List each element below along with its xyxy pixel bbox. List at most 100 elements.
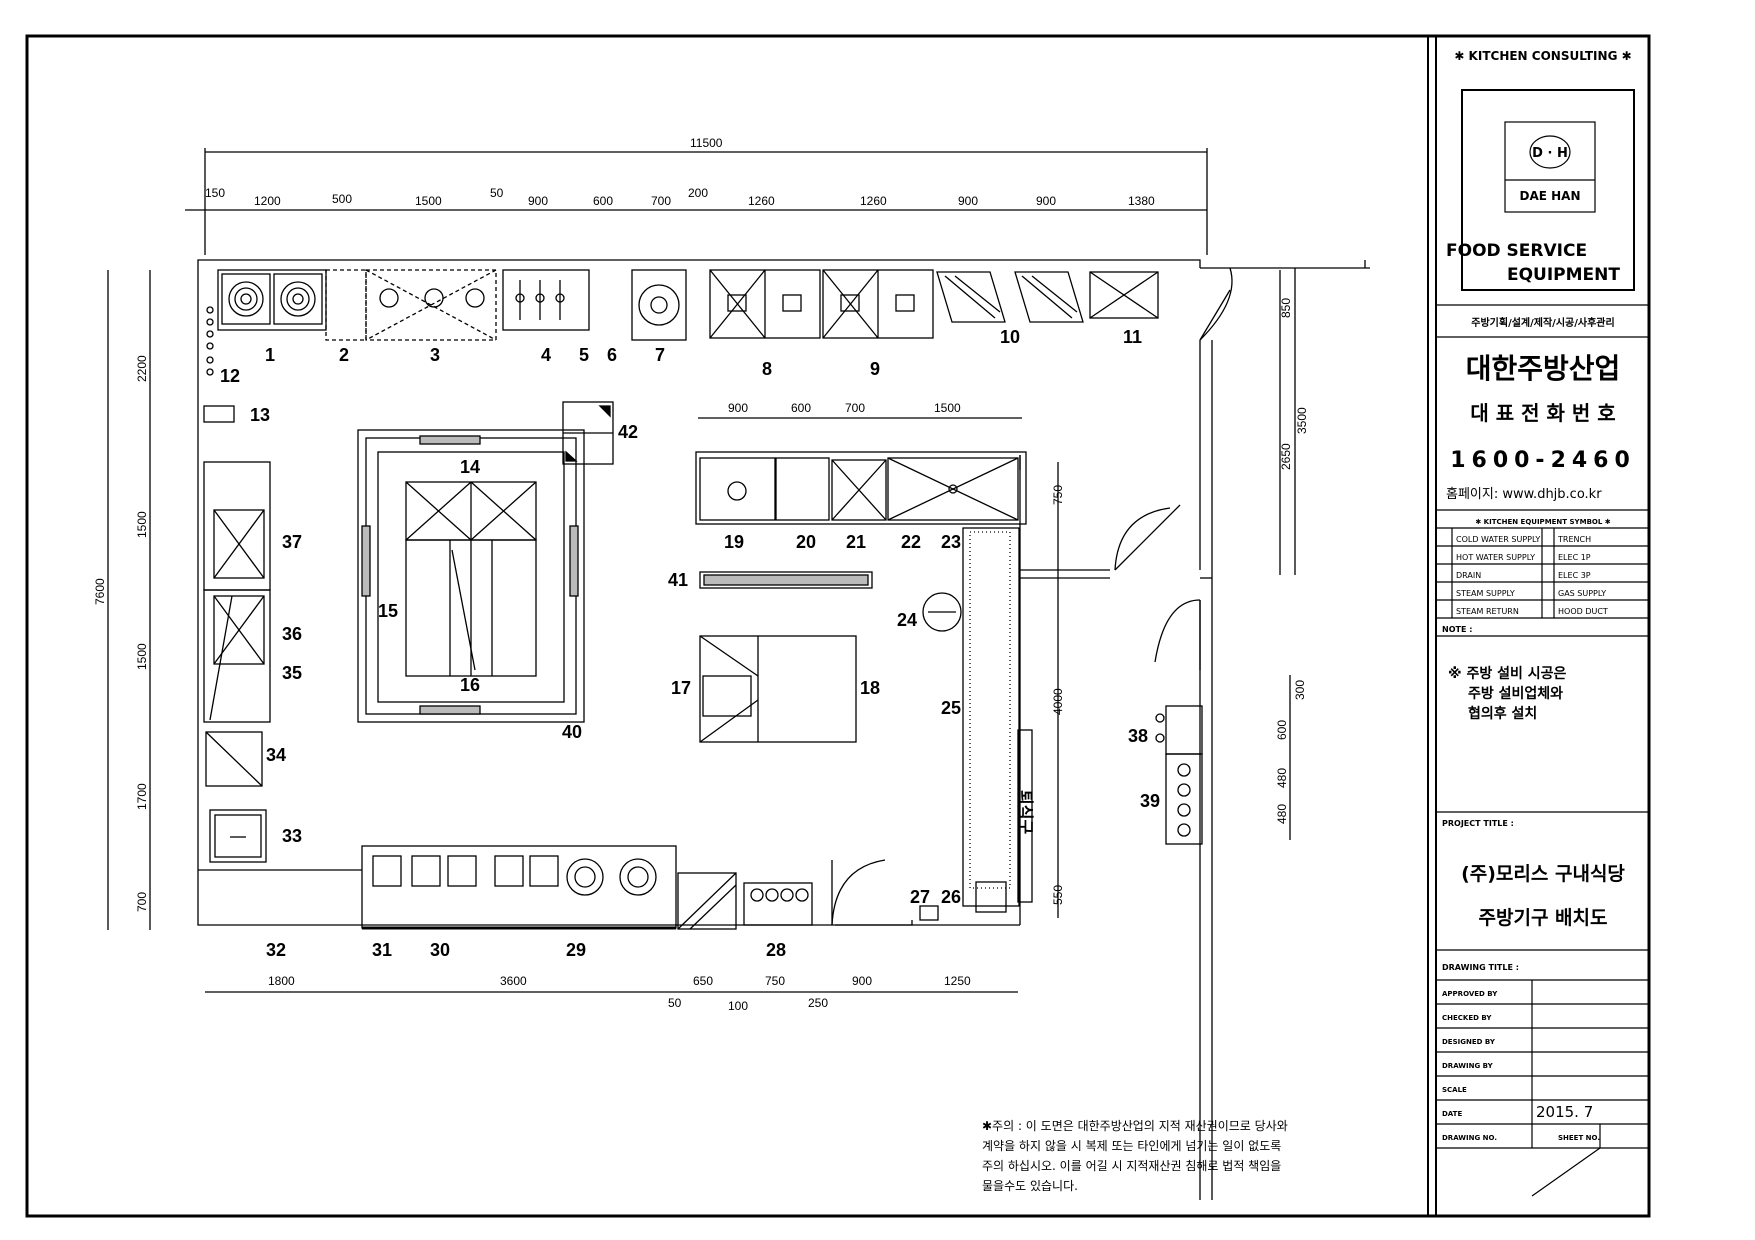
equip-number-3: 3 bbox=[430, 345, 440, 365]
equip-number-22: 22 bbox=[901, 532, 921, 552]
note-line: ※ 주방 설비 시공은 bbox=[1448, 665, 1567, 682]
dim-overall-width: 11500 bbox=[690, 136, 723, 150]
notice-line: ✱주의 : 이 도면은 대한주방산업의 지적 재산권이므로 당사와 bbox=[982, 1119, 1288, 1133]
equip-number-9: 9 bbox=[870, 359, 880, 379]
tb-phone-label: 대 표 전 화 번 호 bbox=[1470, 401, 1615, 425]
equip-number-5: 5 bbox=[579, 345, 589, 365]
equip-number-23: 23 bbox=[941, 532, 961, 552]
symbol-elec-1p: ELEC 1P bbox=[1558, 553, 1591, 562]
dim-island-side: 550 bbox=[1051, 885, 1065, 905]
equip-number-11: 11 bbox=[1123, 327, 1142, 347]
dim-left: 1500 bbox=[135, 643, 149, 670]
equip-number-7: 7 bbox=[655, 345, 665, 365]
dim-bottom: 1250 bbox=[944, 974, 971, 988]
project-title-2: 주방기구 배치도 bbox=[1479, 907, 1608, 929]
scale-label: SCALE bbox=[1442, 1086, 1467, 1094]
tagline-2: EQUIPMENT bbox=[1507, 265, 1620, 285]
dim-top: 900 bbox=[958, 194, 978, 208]
dim-island-side: 4000 bbox=[1051, 688, 1065, 715]
equip-number-38: 38 bbox=[1128, 726, 1148, 746]
title-block bbox=[1436, 89, 1649, 1197]
tagline-1: FOOD SERVICE bbox=[1446, 241, 1587, 261]
dim-top: 200 bbox=[688, 186, 708, 200]
symbol-steam-return: STEAM RETURN bbox=[1456, 607, 1519, 616]
equip-7-hood-fan bbox=[631, 269, 687, 341]
equip-number-28: 28 bbox=[766, 940, 786, 960]
sheet-no-label: SHEET NO. bbox=[1558, 1134, 1600, 1142]
dim-island: 900 bbox=[728, 401, 748, 415]
note-line: 협의후 설치 bbox=[1468, 705, 1537, 722]
dim-door-side: 600 bbox=[1275, 720, 1289, 740]
dim-top: 1500 bbox=[415, 194, 442, 208]
notice-line: 물을수도 있습니다. bbox=[982, 1179, 1078, 1193]
equip-number-25: 25 bbox=[941, 698, 961, 718]
dim-top: 500 bbox=[332, 192, 352, 206]
equip-number-40: 40 bbox=[562, 722, 582, 742]
equip-burner-3 bbox=[365, 269, 497, 341]
checked-label: CHECKED BY bbox=[1442, 1014, 1492, 1022]
symbol-drain: DRAIN bbox=[1456, 571, 1481, 580]
equip-number-27: 27 bbox=[910, 887, 930, 907]
dim-door-side: 480 bbox=[1275, 804, 1289, 824]
dim-bottom: 1800 bbox=[268, 974, 295, 988]
dim-top: 1200 bbox=[254, 194, 281, 208]
equip-number-36: 36 bbox=[282, 624, 302, 644]
equip-number-42: 42 bbox=[618, 422, 638, 442]
dim-bottom: 50 bbox=[668, 996, 682, 1010]
project-label: PROJECT TITLE : bbox=[1442, 819, 1514, 828]
equip-number-1: 1 bbox=[265, 345, 275, 365]
dim-island: 700 bbox=[845, 401, 865, 415]
equip-number-8: 8 bbox=[762, 359, 772, 379]
dim-top: 900 bbox=[528, 194, 548, 208]
symbol-hood-duct: HOOD DUCT bbox=[1558, 607, 1608, 616]
equip-9-refrigerator bbox=[822, 269, 934, 339]
note-label: NOTE : bbox=[1442, 625, 1472, 634]
equip-number-4: 4 bbox=[541, 345, 551, 365]
notice-line: 주의 하십시오. 이를 어길 시 지적재산권 침해로 법적 책임을 bbox=[982, 1158, 1281, 1173]
equip-number-10: 10 bbox=[1000, 327, 1020, 347]
dim-top: 900 bbox=[1036, 194, 1056, 208]
symbol-cold-water: COLD WATER SUPPLY bbox=[1456, 535, 1540, 544]
equip-number-18: 18 bbox=[860, 678, 880, 698]
dim-top: 50 bbox=[490, 186, 504, 200]
project-title-1: (주)모리스 구내식당 bbox=[1461, 863, 1625, 885]
equip-number-26: 26 bbox=[941, 887, 961, 907]
equip-11-sink bbox=[1089, 271, 1159, 319]
title-block-text: ✱ KITCHEN CONSULTING ✱ D · H DAE HAN FOO… bbox=[1442, 49, 1632, 1142]
notice-line: 계약을 하지 않을 시 복제 또는 타인에게 넘기는 일이 없도록 bbox=[982, 1138, 1281, 1153]
equip-number-30: 30 bbox=[430, 940, 450, 960]
equip-10-shelf bbox=[936, 271, 1084, 323]
floor-plan bbox=[107, 148, 1370, 1200]
date-value: 2015. 7 bbox=[1536, 1103, 1593, 1121]
date-label: DATE bbox=[1442, 1110, 1462, 1118]
dim-bottom: 3600 bbox=[500, 974, 527, 988]
equip-number-19: 19 bbox=[724, 532, 744, 552]
dim-top: 600 bbox=[593, 194, 613, 208]
equip-number-41: 41 bbox=[668, 570, 688, 590]
equip-number-33: 33 bbox=[282, 826, 302, 846]
dim-left: 1700 bbox=[135, 783, 149, 810]
copyright-notice: ✱주의 : 이 도면은 대한주방산업의 지적 재산권이므로 당사와 계약을 하지… bbox=[982, 1119, 1288, 1193]
drawing-no-label: DRAWING NO. bbox=[1442, 1134, 1497, 1142]
dim-bottom: 250 bbox=[808, 996, 828, 1010]
sheet-border bbox=[25, 34, 1651, 1218]
dim-top: 1260 bbox=[748, 194, 775, 208]
equip-number-29: 29 bbox=[566, 940, 586, 960]
approved-label: APPROVED BY bbox=[1442, 990, 1498, 998]
symbol-trench: TRENCH bbox=[1557, 535, 1591, 544]
dim-overall-height: 7600 bbox=[93, 578, 107, 605]
equip-number-37: 37 bbox=[282, 532, 302, 552]
equip-number-39: 39 bbox=[1140, 791, 1160, 811]
equip-number-35: 35 bbox=[282, 663, 302, 683]
dim-island: 600 bbox=[791, 401, 811, 415]
dim-right: 3500 bbox=[1295, 407, 1309, 434]
dim-island-side: 750 bbox=[1051, 485, 1065, 505]
logo-mark: D · H bbox=[1532, 146, 1568, 161]
equip-number-16: 16 bbox=[460, 675, 480, 695]
serving-window-label: 퇴식구 bbox=[1016, 790, 1035, 834]
equip-number-15: 15 bbox=[378, 601, 398, 621]
dim-left: 700 bbox=[135, 892, 149, 912]
equip-number-20: 20 bbox=[796, 532, 816, 552]
symbol-elec-3p: ELEC 3P bbox=[1558, 571, 1591, 580]
